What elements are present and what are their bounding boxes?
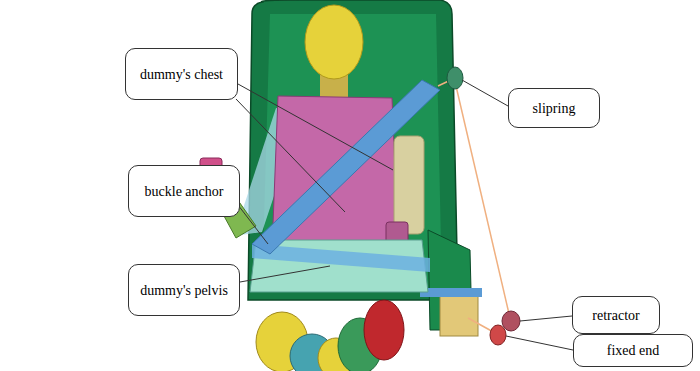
callout-box: fixed end [573, 334, 693, 367]
belt-webbing [456, 86, 510, 318]
leader-line [506, 336, 573, 350]
leader-line [520, 316, 572, 321]
leader-line [238, 205, 268, 244]
lap-belt [252, 244, 430, 272]
callout-box: dummy's chest [125, 48, 238, 100]
fixed-end-part [490, 325, 506, 345]
slipring-part [447, 67, 463, 89]
callout-text: dummy's chest [140, 66, 223, 83]
leader-line [462, 80, 508, 106]
callout-box: slipring [508, 88, 600, 128]
dummy-leg [364, 300, 404, 360]
shoulder-belt [252, 80, 440, 254]
callout-text: dummy's pelvis [140, 282, 228, 299]
callout-box: retractor [572, 296, 660, 334]
retractor-part [502, 311, 520, 331]
callout-text: slipring [533, 100, 576, 117]
dummy-head [305, 5, 363, 79]
leader-line [236, 99, 345, 212]
callout-text: fixed end [607, 342, 659, 359]
callout-box: dummy's pelvis [128, 264, 240, 316]
dummy-upper-arm [394, 136, 424, 234]
callout-box: buckle anchor [128, 165, 240, 217]
seat-frame [440, 292, 478, 336]
leader-line [240, 266, 330, 282]
callout-text: buckle anchor [145, 183, 224, 200]
seat-rail [420, 288, 482, 297]
leader-line [238, 84, 393, 170]
callout-text: retractor [592, 307, 639, 324]
seat-back [248, 0, 458, 300]
